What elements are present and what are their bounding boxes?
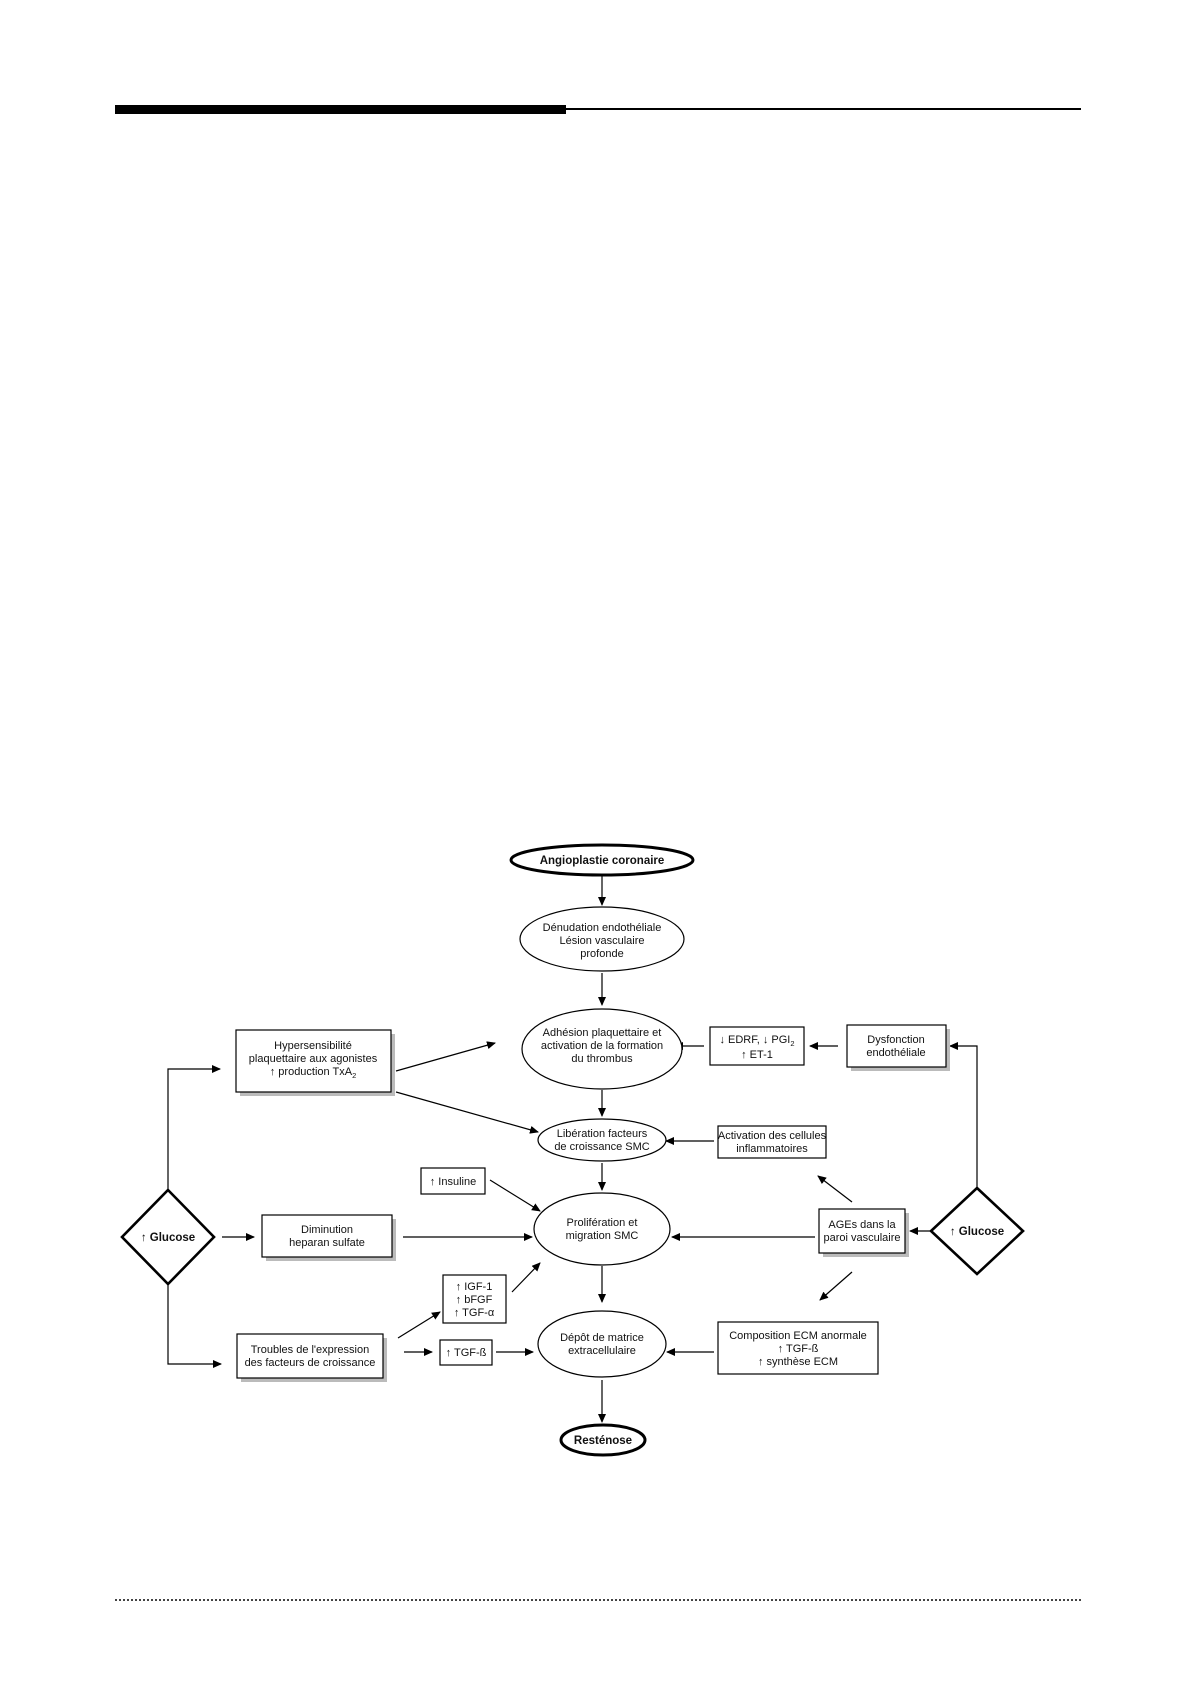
node-proliferation-line2: migration SMC (566, 1230, 639, 1242)
node-angioplastie-label: Angioplastie coronaire (540, 855, 665, 867)
box-diminution: Diminution heparan sulfate (261, 1214, 396, 1261)
footer-dotted-rule (115, 1599, 1081, 1601)
box-ages-line1: AGEs dans la (828, 1219, 896, 1231)
node-depot: Dépôt de matrice extracellulaire (537, 1310, 667, 1378)
box-insuline-label: ↑ Insuline (430, 1176, 476, 1188)
node-proliferation-line1: Prolifération et (567, 1217, 638, 1229)
box-activation: Activation des cellules inflammatoires (717, 1125, 827, 1159)
box-hypersens-line1: Hypersensibilité (274, 1040, 352, 1052)
box-diminution-line1: Diminution (301, 1224, 353, 1236)
box-troubles-line1: Troubles de l'expression (251, 1344, 369, 1356)
node-denudation: Dénudation endothéliale Lésion vasculair… (519, 906, 685, 972)
arrow-igf-to-proliferation (511, 1262, 541, 1293)
box-dysfonction: Dysfonction endothéliale (846, 1024, 950, 1071)
box-ages: AGEs dans la paroi vasculaire (818, 1208, 909, 1257)
box-edrf-line2: ↑ ET-1 (741, 1049, 773, 1061)
box-tgfb-left: ↑ TGF-ß (439, 1339, 493, 1366)
node-liberation-line1: Libération facteurs (557, 1128, 648, 1140)
box-dysfonction-line1: Dysfonction (867, 1034, 924, 1046)
node-proliferation: Prolifération et migration SMC (533, 1192, 671, 1266)
diamond-glucose-right: ↑ Glucose (929, 1186, 1025, 1276)
box-composition-line1: Composition ECM anormale (729, 1330, 867, 1342)
box-hypersens-line3: ↑ production TxA2 (270, 1066, 357, 1080)
box-igf-line2: ↑ bFGF (456, 1294, 493, 1306)
box-edrf: ↓ EDRF, ↓ PGI2 ↑ ET-1 (709, 1026, 805, 1066)
header-rule-thin (566, 108, 1081, 110)
node-adhesion-line2: activation de la formation (541, 1040, 663, 1052)
box-composition-line2: ↑ TGF-ß (778, 1343, 819, 1355)
node-depot-line1: Dépôt de matrice (560, 1332, 644, 1344)
node-depot-line2: extracellulaire (568, 1345, 636, 1357)
node-denudation-line3: profonde (580, 948, 623, 960)
node-liberation: Libération facteurs de croissance SMC (537, 1118, 667, 1162)
box-igf-line1: ↑ IGF-1 (456, 1281, 493, 1293)
box-diminution-line2: heparan sulfate (289, 1237, 365, 1249)
node-denudation-line1: Dénudation endothéliale (543, 922, 662, 934)
box-hypersens-line2: plaquettaire aux agonistes (249, 1053, 378, 1065)
node-adhesion-line1: Adhésion plaquettaire et (543, 1027, 662, 1039)
header-rule-thick (115, 105, 566, 114)
arrows (167, 873, 978, 1423)
glucose-left-label: ↑ Glucose (141, 1232, 195, 1244)
arrow-hypersens-to-liberation (395, 1091, 539, 1134)
arrow-ages-to-activation (817, 1175, 853, 1203)
box-insuline: ↑ Insuline (420, 1167, 486, 1195)
glucose-right-label: ↑ Glucose (950, 1226, 1004, 1238)
node-adhesion-line3: du thrombus (571, 1053, 633, 1065)
arrow-hypersens-to-adhesion (395, 1041, 496, 1072)
box-igf-line3: ↑ TGF-α (454, 1307, 495, 1319)
node-adhesion: Adhésion plaquettaire et activation de l… (521, 1008, 683, 1090)
box-ages-line2: paroi vasculaire (823, 1232, 900, 1244)
node-denudation-line2: Lésion vasculaire (560, 935, 645, 947)
box-troubles-line2: des facteurs de croissance (245, 1357, 376, 1369)
box-troubles: Troubles de l'expression des facteurs de… (236, 1333, 387, 1382)
box-igf: ↑ IGF-1 ↑ bFGF ↑ TGF-α (442, 1274, 507, 1324)
node-restenose: Resténose (559, 1423, 647, 1457)
arrow-glucose-left-to-troubles (167, 1285, 222, 1368)
box-hypersens: Hypersensibilité plaquettaire aux agonis… (235, 1029, 395, 1096)
box-activation-line1: Activation des cellules (718, 1130, 827, 1142)
box-edrf-line1: ↓ EDRF, ↓ PGI2 (719, 1034, 794, 1048)
node-angioplastie: Angioplastie coronaire (509, 843, 695, 877)
box-composition: Composition ECM anormale ↑ TGF-ß ↑ synth… (717, 1321, 879, 1375)
box-activation-line2: inflammatoires (736, 1143, 808, 1155)
box-composition-line3: ↑ synthèse ECM (758, 1356, 838, 1368)
arrow-glucose-right-to-dysfonction (949, 1042, 978, 1188)
arrow-ages-to-composition (819, 1271, 853, 1301)
node-restenose-label: Resténose (574, 1435, 632, 1447)
arrow-glucose-left-to-hypersens (167, 1065, 221, 1190)
box-tgfb-left-label: ↑ TGF-ß (446, 1347, 487, 1359)
node-liberation-line2: de croissance SMC (554, 1141, 649, 1153)
box-dysfonction-line2: endothéliale (866, 1047, 925, 1059)
arrow-troubles-to-igf (397, 1311, 441, 1339)
arrow-insuline-to-proliferation (489, 1179, 541, 1212)
diamond-glucose-left: ↑ Glucose (120, 1188, 216, 1286)
